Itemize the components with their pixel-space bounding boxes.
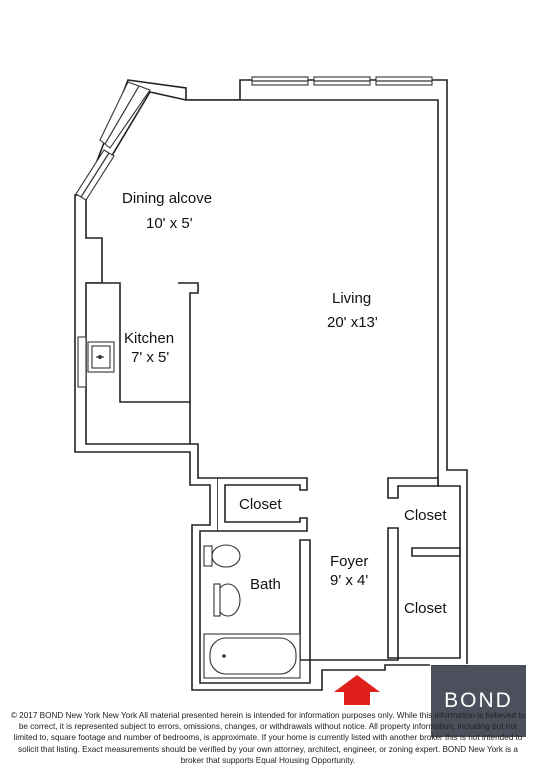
windows <box>75 76 433 201</box>
kitchen-label: Kitchen <box>124 330 174 347</box>
living-size: 20' x13' <box>327 314 378 331</box>
dining-alcove-label: Dining alcove <box>122 190 212 207</box>
foyer-size: 9' x 4' <box>330 572 368 589</box>
closet-right-bottom-label: Closet <box>404 600 447 617</box>
exterior-walls <box>74 79 468 691</box>
closet-right-top-label: Closet <box>404 507 447 524</box>
closet-left-label: Closet <box>239 496 282 513</box>
bond-logo: BOND <box>430 664 527 738</box>
entry-arrow <box>334 675 380 705</box>
foyer-label: Foyer <box>330 553 368 570</box>
room-labels: Dining alcove 10' x 5' Living 20' x13' K… <box>122 190 447 617</box>
dining-alcove-size: 10' x 5' <box>146 215 193 232</box>
bath-fixtures <box>203 544 301 679</box>
bath-label: Bath <box>250 576 281 593</box>
living-label: Living <box>332 290 371 307</box>
logo-text: BOND <box>444 689 513 712</box>
kitchen-walls <box>77 282 199 444</box>
disclaimer-text: © 2017 BOND New York New York All materi… <box>10 711 526 765</box>
interior-walls <box>218 477 461 661</box>
kitchen-size: 7' x 5' <box>131 349 169 366</box>
